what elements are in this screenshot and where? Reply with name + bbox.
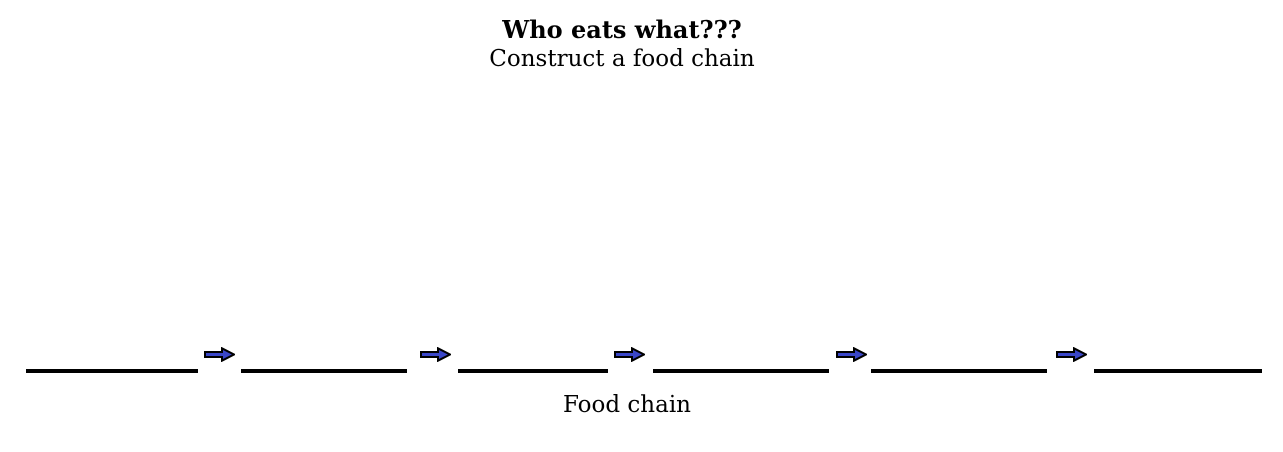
blank-line [871,369,1047,373]
blank-line [458,369,608,373]
blank-line [653,369,829,373]
arrow-right-icon [836,347,867,362]
page-subtitle: Construct a food chain [489,46,755,72]
arrow-right-icon [1056,347,1087,362]
food-chain-label: Food chain [562,392,691,418]
arrow-right-icon [204,347,235,362]
arrow-right-icon [614,347,645,362]
blank-line [241,369,407,373]
page-title: Who eats what??? [502,15,742,44]
blank-line [1094,369,1262,373]
arrow-right-icon [420,347,451,362]
blank-line [26,369,198,373]
